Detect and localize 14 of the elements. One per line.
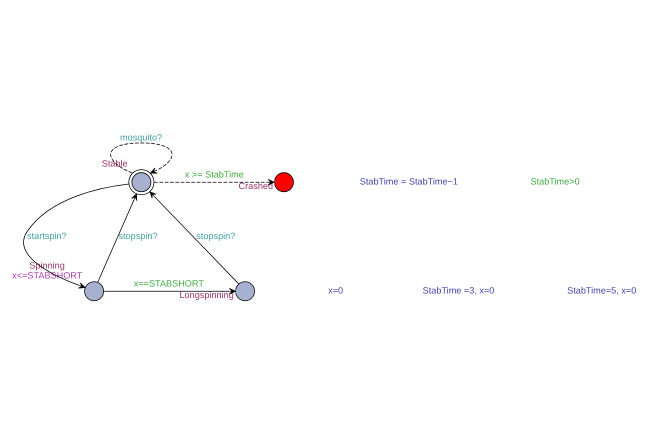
edge-label: stopspin?: [196, 230, 236, 241]
label: StabTime>0: [530, 176, 580, 186]
label: x=0: [328, 285, 344, 296]
node-text: Crashed: [238, 180, 274, 190]
edge-label: mosquito?: [120, 132, 162, 142]
label: StabTime =3, x=0: [422, 285, 494, 296]
label: StabTime=5, x=0: [567, 285, 636, 296]
edge-label: x >= StabTime: [184, 168, 244, 179]
edge-label: x==STABSHORT: [134, 278, 204, 288]
node-label: Stable: [102, 158, 128, 168]
node-text: Longspinning: [179, 289, 234, 300]
edge-label: stopspin?: [118, 230, 158, 241]
label: StabTime = StabTime−1: [360, 176, 458, 186]
edge-label: startspin?: [27, 230, 67, 241]
